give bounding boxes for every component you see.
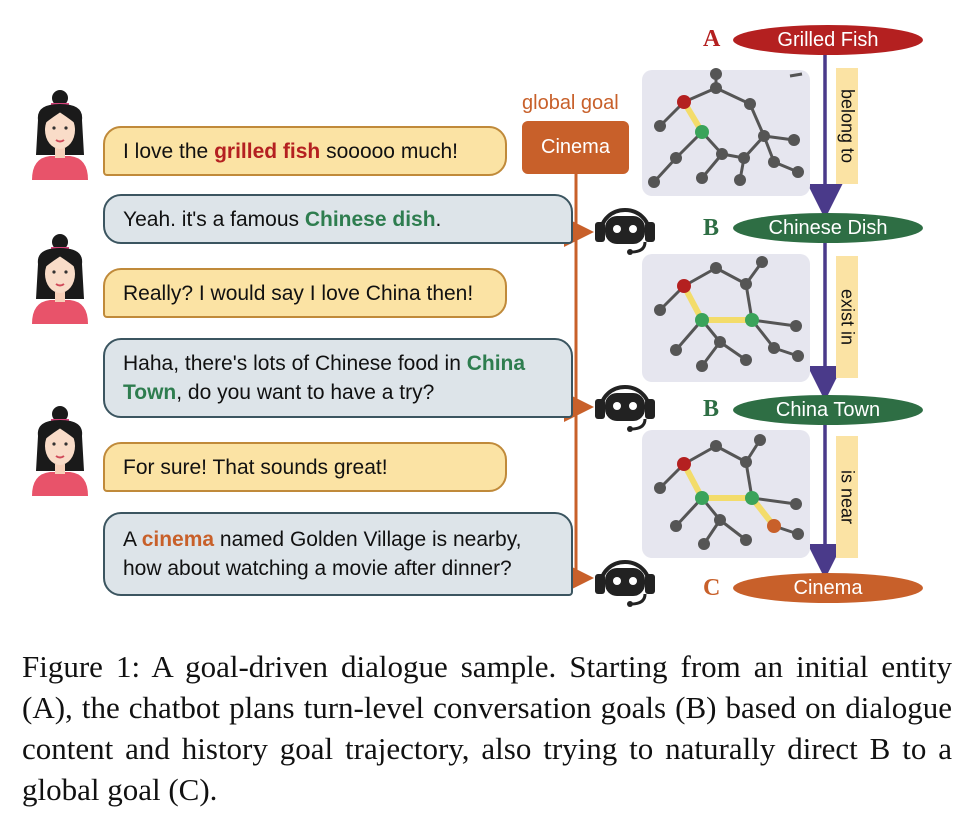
- global-goal-label: global goal: [522, 92, 619, 114]
- utterance-text: Yeah. it's a famous Chinese dish.: [123, 207, 442, 231]
- entity-letter-b: B: [703, 396, 720, 422]
- utterance-text: Really? I would say I love China then!: [123, 281, 474, 305]
- entity-mention-grilled-fish: grilled fish: [214, 139, 321, 163]
- chatbot-icon: [593, 385, 657, 434]
- bot-utterance-2: Haha, there's lots of Chinese food in Ch…: [103, 338, 573, 418]
- relation-exist-in: exist in: [836, 256, 858, 378]
- entity-cinema: Cinema: [733, 573, 923, 603]
- bot-utterance-1: Yeah. it's a famous Chinese dish.: [103, 194, 573, 244]
- entity-china-town: China Town: [733, 395, 923, 425]
- entity-mention-china: China: [466, 352, 526, 375]
- entity-mention-town: Town: [123, 381, 177, 404]
- figure-caption: Figure 1: A goal-driven dialogue sample.…: [22, 649, 952, 807]
- utterance-text: A cinema named Golden Village is nearby,…: [123, 528, 522, 580]
- user-utterance-1: I love the grilled fish sooooo much!: [103, 126, 507, 176]
- knowledge-graph-3: [642, 430, 810, 558]
- figure-graphics: [31, 54, 843, 609]
- entity-mention-chinese-dish: Chinese dish: [304, 207, 436, 231]
- entity-mention-cinema: cinema: [141, 528, 215, 551]
- entity-letter-a: A: [703, 26, 721, 52]
- chatbot-icon: [593, 560, 657, 609]
- user-avatar: [31, 233, 89, 325]
- entity-letter-b: B: [703, 215, 720, 241]
- user-utterance-3: For sure! That sounds great!: [103, 442, 507, 492]
- user-utterance-2: Really? I would say I love China then!: [103, 268, 507, 318]
- entity-letter-c: C: [703, 575, 721, 601]
- relation-belong-to: belong to: [836, 68, 858, 184]
- user-avatar: [31, 405, 89, 497]
- user-avatar: [31, 89, 89, 181]
- figure: global goal Cinema I love the grilled fi…: [31, 25, 923, 609]
- utterance-text: For sure! That sounds great!: [123, 455, 388, 479]
- knowledge-graph-1: [642, 68, 810, 196]
- utterance-text: I love the grilled fish sooooo much!: [123, 139, 459, 163]
- knowledge-graph-2: [642, 254, 810, 382]
- chatbot-icon: [593, 208, 657, 257]
- bot-utterance-3: A cinema named Golden Village is nearby,…: [103, 512, 573, 596]
- global-goal-box: Cinema: [522, 121, 629, 174]
- global-goal-line: [564, 174, 594, 593]
- entity-chinese-dish: Chinese Dish: [733, 213, 923, 243]
- entity-grilled-fish: Grilled Fish: [733, 25, 923, 55]
- utterance-text: Haha, there's lots of Chinese food in Ch…: [123, 352, 526, 404]
- relation-is-near: is near: [836, 436, 858, 558]
